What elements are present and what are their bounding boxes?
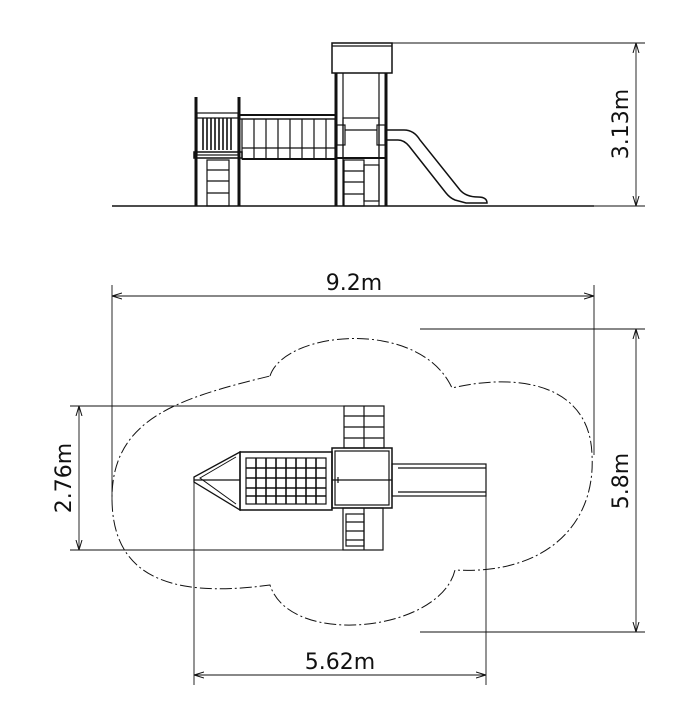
structure-length-dimension — [193, 480, 487, 685]
plan-steps — [342, 507, 384, 551]
elevation-view — [112, 42, 594, 207]
tower-ladder — [343, 159, 365, 207]
safety-zone-outline — [111, 338, 593, 626]
plan-view — [193, 405, 487, 551]
plan-tower-roof — [331, 447, 393, 509]
length-label: 9.2m — [326, 271, 382, 296]
length-dimension — [111, 285, 595, 500]
width-label: 5.8m — [609, 453, 634, 509]
height-label: 3.13m — [609, 89, 634, 159]
height-dimension — [392, 42, 645, 207]
left-ladder — [206, 159, 230, 207]
structure-length-label: 5.62m — [305, 650, 375, 675]
depth-dimension — [70, 405, 346, 551]
tower-panel — [342, 117, 380, 159]
width-dimension — [420, 328, 645, 633]
bridge-verticals — [253, 119, 327, 159]
plan-slide — [391, 463, 487, 497]
tower-roof — [331, 42, 393, 74]
plan-net-grid — [246, 458, 326, 504]
bridge-net — [242, 119, 335, 141]
slat-lines — [202, 118, 232, 150]
slat-panel — [196, 112, 239, 156]
slide — [386, 129, 488, 204]
depth-label: 2.76m — [52, 443, 77, 513]
